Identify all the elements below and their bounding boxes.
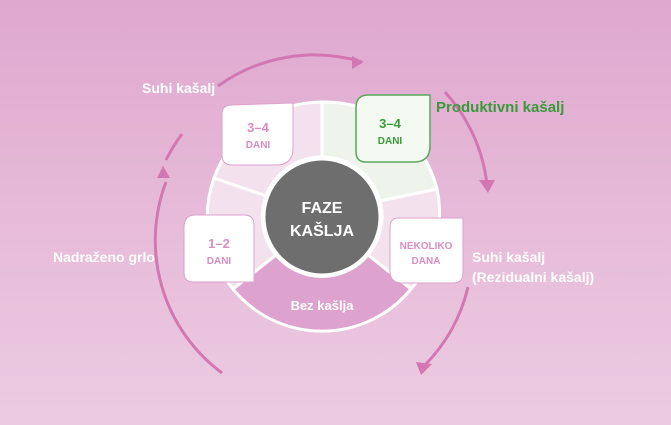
cycle-arrow-top — [217, 53, 363, 88]
cycle-arrow-top-left — [164, 133, 184, 161]
arrowhead-left — [157, 166, 170, 178]
label-irritated-throat: Nadraženo grlo — [53, 249, 155, 265]
badge-throat-days: 1–2 — [208, 236, 230, 251]
badge-productive — [355, 94, 431, 163]
badge-residual-days: NEKOLIKO — [400, 241, 453, 252]
label-productive-cough: Produktivni kašalj — [436, 99, 564, 116]
badge-residual-unit: DANA — [412, 256, 441, 267]
badge-throat — [183, 214, 255, 283]
label-residual-line2: (Rezidualni kašalj) — [472, 269, 594, 285]
badge-productive-days: 3–4 — [379, 116, 401, 131]
arrowhead-top — [352, 56, 364, 69]
badge-productive-unit: DANI — [378, 136, 403, 147]
center-title-line1: FAZE — [302, 200, 343, 217]
cycle-arrow-left — [153, 181, 223, 375]
badge-dry — [221, 102, 294, 166]
badge-residual — [389, 217, 464, 284]
center-circle — [262, 157, 382, 277]
badge-dry-days: 3–4 — [247, 120, 269, 135]
badge-throat-unit: DANI — [207, 256, 232, 267]
cycle-arrow-right — [443, 90, 489, 186]
label-residual-line1: Suhi kašalj — [472, 249, 545, 265]
cycle-arrow-bottom-right — [422, 286, 470, 368]
center-title-line2: KAŠLJA — [290, 221, 354, 240]
label-dry-cough: Suhi kašalj — [142, 80, 215, 96]
badge-dry-unit: DANI — [246, 140, 271, 151]
arrowhead-right — [479, 180, 495, 193]
arrowhead-bottom-right — [416, 362, 432, 375]
label-no-cough: Bez kašlja — [291, 298, 355, 313]
